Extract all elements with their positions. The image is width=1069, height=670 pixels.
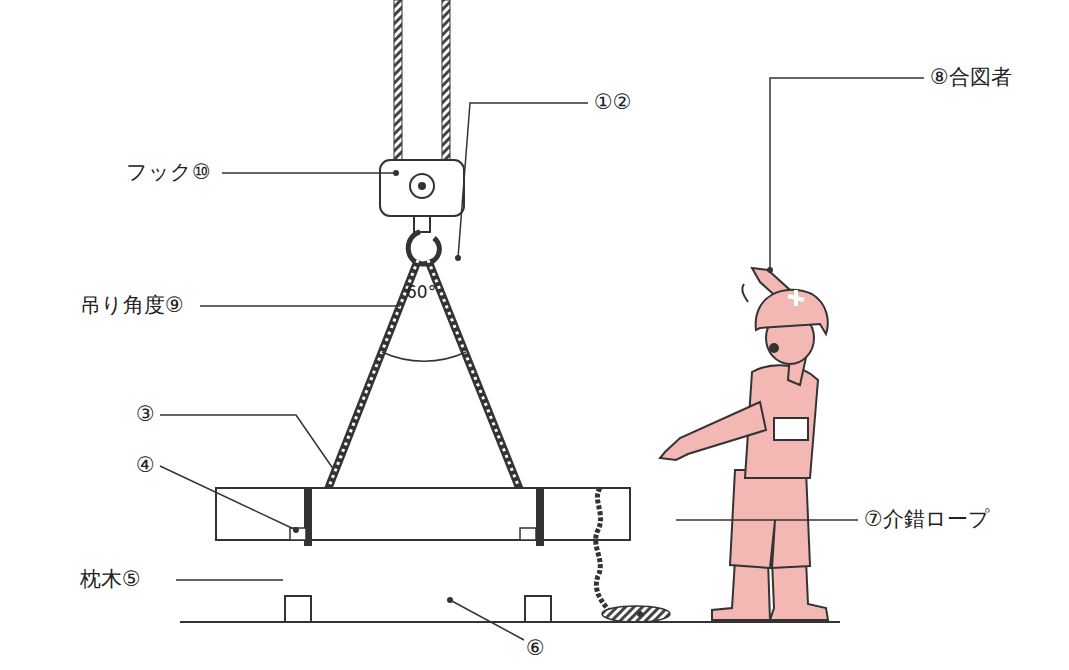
- leader-lines: [160, 78, 924, 640]
- sheave-pin: [418, 182, 426, 190]
- signal-person: [660, 268, 828, 620]
- angle-arc: [382, 352, 466, 361]
- leader-dots: [293, 170, 773, 617]
- callout-label: ①②: [592, 90, 634, 115]
- tag-rope-coil: [602, 606, 670, 622]
- callout-label: 枕木⑤: [78, 567, 143, 592]
- protective-pad: [520, 528, 536, 540]
- callout-label: ③: [134, 402, 157, 427]
- tag-rope: [596, 488, 610, 612]
- sling: [536, 488, 544, 546]
- callout-label: ⑧合図者: [928, 65, 1014, 90]
- callout-label: ⑦介錯ロープ: [862, 507, 992, 532]
- callout-label: 吊り角度⑨: [78, 293, 186, 318]
- wire-rope: [442, 0, 450, 165]
- angle-value: 60°: [404, 282, 438, 302]
- callout-label: ⑥: [524, 636, 547, 661]
- protective-pad: [290, 528, 306, 540]
- hook: [408, 232, 439, 264]
- hook-block: [380, 160, 464, 216]
- sleeper: [285, 596, 311, 622]
- sleeper: [525, 596, 551, 622]
- ground-line: [180, 621, 840, 623]
- sheave: [410, 174, 434, 198]
- callout-label: フック⑩: [124, 160, 213, 185]
- load-beam: [216, 488, 630, 540]
- wire-rope: [394, 0, 402, 165]
- hook-shank: [414, 216, 430, 232]
- callout-label: ④: [134, 453, 157, 478]
